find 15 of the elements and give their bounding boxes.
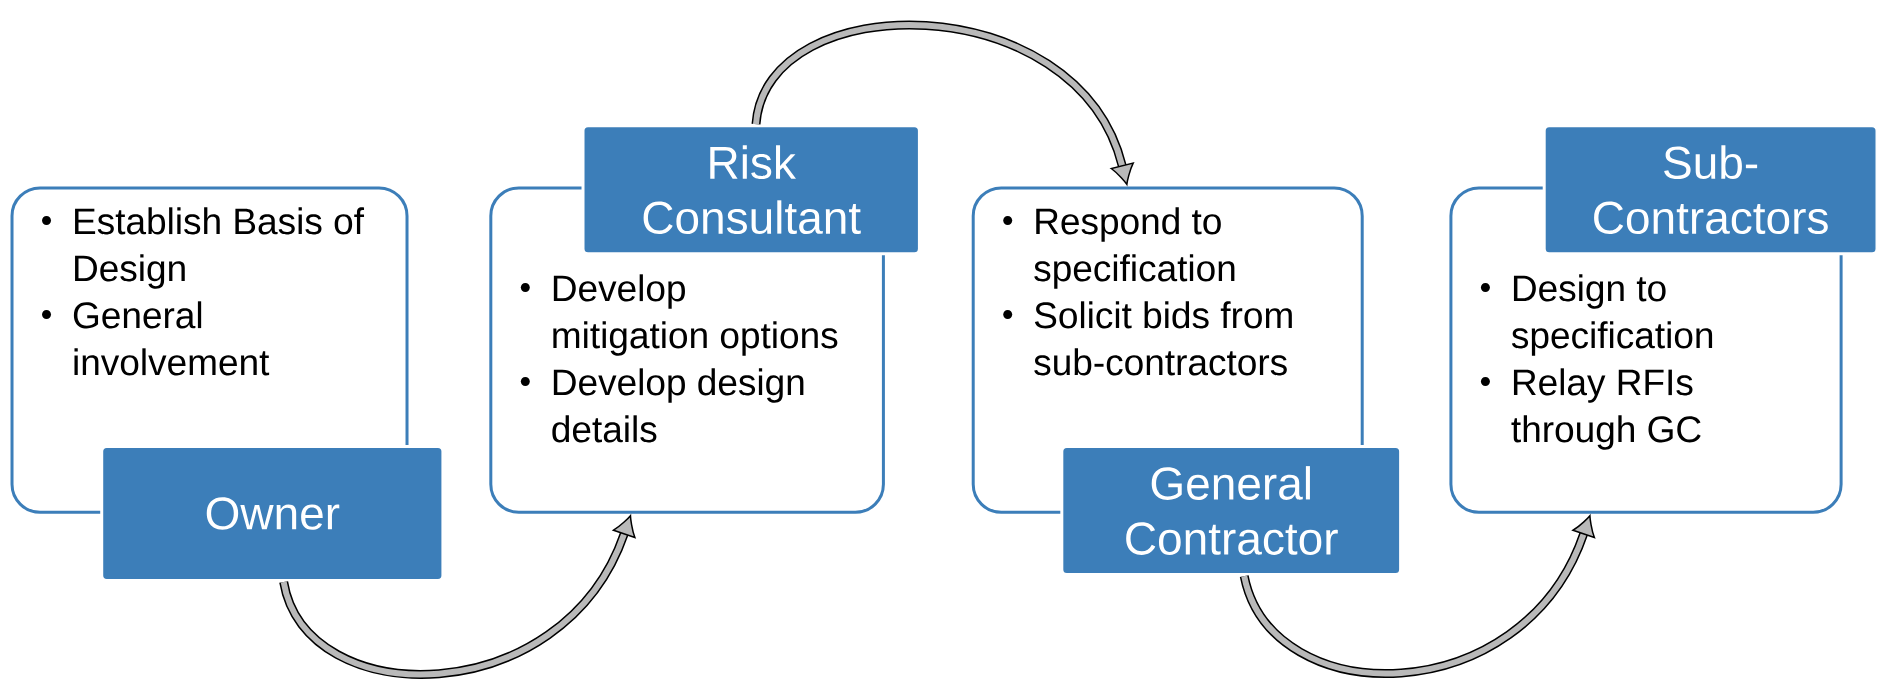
curved-arrow [279, 515, 636, 679]
header-box: Owner [100, 444, 445, 583]
bullet-item: Establish Basis of Design [75, 207, 365, 289]
bullet-item: Design to specification [1511, 274, 1713, 356]
bullet-item: Relay RFIs through GC [1511, 368, 1701, 450]
bullet-item: Develop mitigation options [553, 274, 838, 356]
header-box: Risk Consultant [581, 124, 921, 256]
bullet-item: General involvement [73, 301, 270, 376]
curved-arrow [751, 20, 1134, 186]
header-box: General Contractor [1060, 444, 1403, 577]
bullet-item: Solicit bids from sub-contractors [1034, 301, 1292, 376]
bullet-item: Respond to specification [1034, 207, 1235, 289]
header-box: Sub-Contractors [1542, 124, 1877, 256]
curved-arrow [1239, 515, 1596, 678]
bullet-item: Develop design details [552, 368, 804, 443]
